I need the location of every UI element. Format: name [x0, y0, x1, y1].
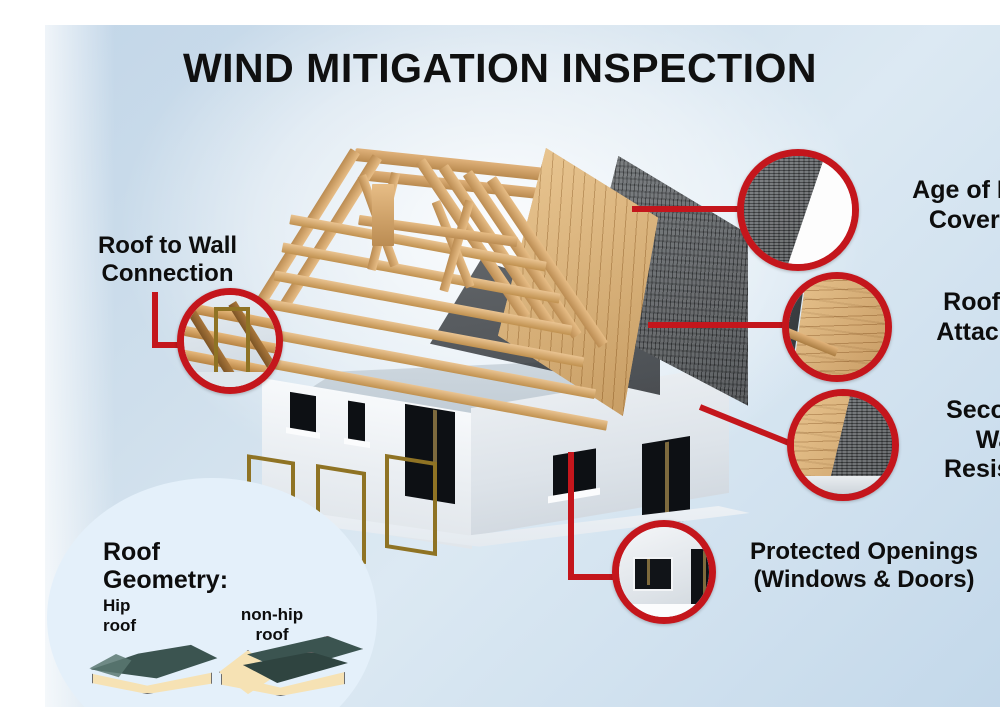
- callout-circle-age-of-roof-covering[interactable]: [737, 149, 859, 271]
- leader-line-protected-openings-v: [568, 452, 574, 580]
- label-age-of-roof-covering: Age of Roof Covering: [868, 176, 1000, 235]
- label-roof-to-wall-connection: Roof to Wall Connection: [80, 232, 255, 289]
- callout-circle-secondary-water-resistance[interactable]: [787, 389, 899, 501]
- heading-line-2: Geometry:: [103, 566, 229, 594]
- label-line-1: non-hip: [240, 605, 304, 624]
- hurricane-strap-frame: [385, 453, 437, 557]
- label-line-1: Roof to Wall: [97, 232, 238, 259]
- ground-strip: [619, 604, 709, 617]
- leader-line-roof-deck: [648, 322, 790, 328]
- leader-line-age-of-roof: [632, 206, 744, 212]
- truss-collar-tie: [372, 184, 394, 246]
- label-line-2: roof: [103, 615, 137, 635]
- label-secondary-water-resistance: Secondary Water Resistance: [900, 396, 1000, 485]
- label-line-2: Attachment: [936, 317, 1000, 346]
- label-line-2: Covering: [928, 205, 1000, 234]
- label-line-2: Water: [975, 425, 1000, 454]
- window-mullion: [647, 559, 650, 585]
- leader-line-roof-to-wall: [152, 292, 158, 348]
- label-line-1: Hip: [103, 596, 131, 615]
- label-roof-deck-attachment: Roof Deck Attachment: [890, 288, 1000, 347]
- label-line-1: Age of Roof: [912, 176, 1000, 204]
- label-line-1: Protected Openings: [749, 538, 979, 565]
- non-hip-roof-model-icon: [213, 636, 363, 706]
- page-title: WIND MITIGATION INSPECTION: [182, 45, 818, 91]
- leader-line-roof-to-wall-h: [152, 342, 192, 348]
- underlayment-strip: [794, 476, 892, 494]
- wall-top-strip: [184, 372, 276, 387]
- callout-circle-roof-deck-attachment[interactable]: [782, 272, 892, 382]
- label-line-1: Secondary: [946, 396, 1000, 424]
- callout-circle-roof-to-wall-connection[interactable]: [177, 288, 283, 394]
- window-opening: [348, 400, 365, 444]
- door-mullion: [703, 551, 706, 605]
- hurricane-strap-icon: [214, 307, 250, 387]
- door-jamb: [665, 441, 669, 523]
- label-line-2: roof: [255, 624, 289, 644]
- label-line-2: Connection: [101, 260, 234, 288]
- wood-deck-texture-icon: [791, 279, 885, 375]
- label-protected-openings: Protected Openings (Windows & Doors): [733, 538, 995, 595]
- label-line-3: Resistance: [943, 455, 1000, 483]
- label-line-1: Roof Deck: [943, 288, 1000, 316]
- leader-line-protected-openings-h: [568, 574, 626, 580]
- label-hip-roof: Hip roof: [103, 596, 136, 635]
- hip-roof-model-icon: [88, 640, 228, 702]
- heading-line-1: Roof: [103, 538, 160, 566]
- house-cutaway-illustration: [240, 140, 810, 564]
- roof-geometry-heading: Roof Geometry:: [103, 538, 273, 594]
- window-opening-icon: [633, 557, 673, 591]
- label-line-2: (Windows & Doors): [753, 566, 975, 594]
- callout-circle-protected-openings[interactable]: [612, 520, 716, 624]
- label-non-hip-roof: non-hip roof: [222, 605, 322, 644]
